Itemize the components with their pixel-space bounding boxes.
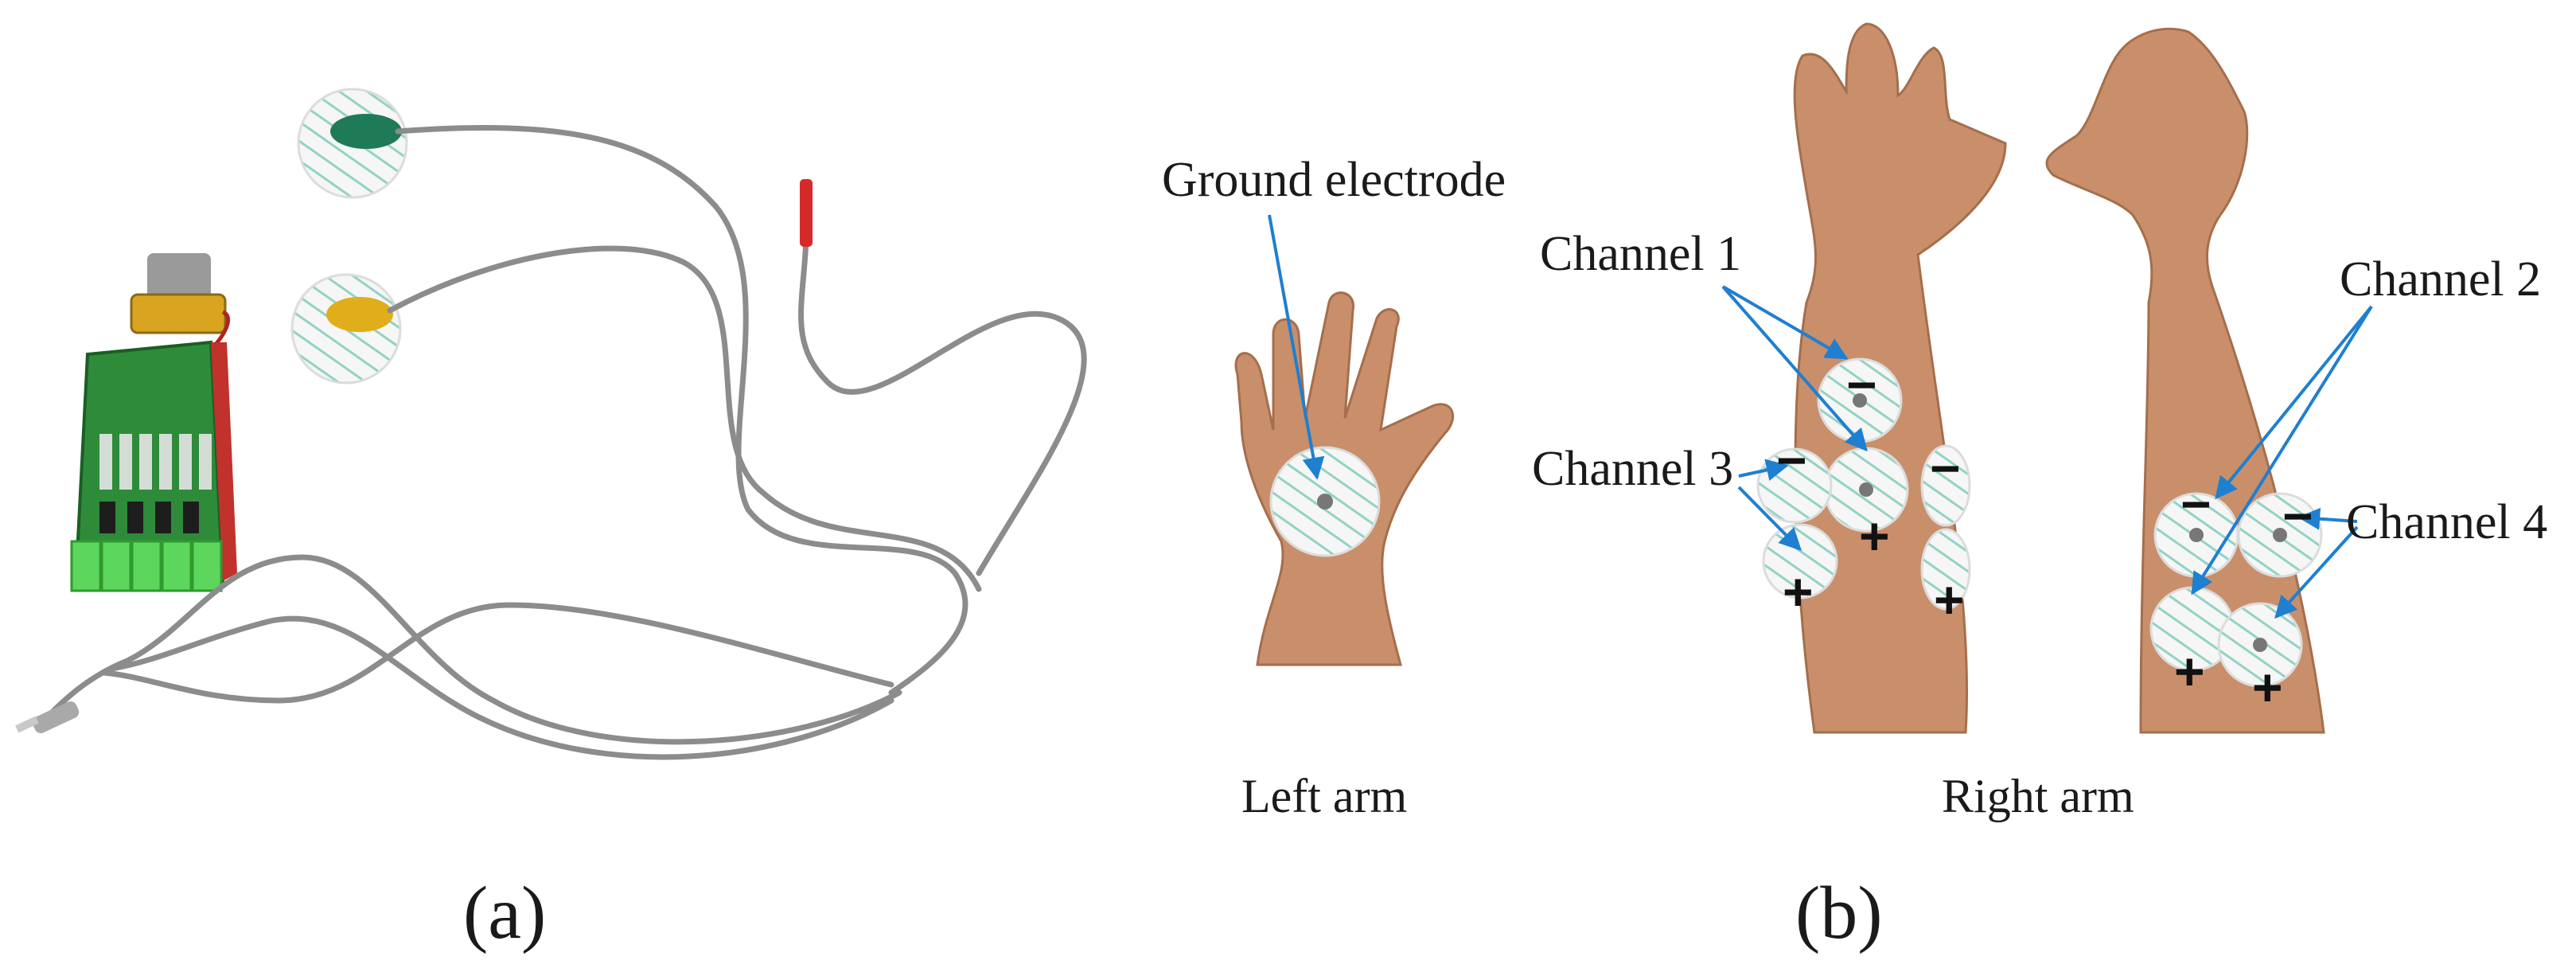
audio-jack [15, 701, 80, 734]
ch4-plus-sign: + [2252, 658, 2283, 716]
arrow-ch3-b [1737, 486, 1802, 551]
ch3-left-plus-sign: + [1783, 562, 1814, 621]
arrow-ground [1268, 214, 1325, 480]
arrow-ch1-minus [1721, 285, 1849, 360]
arrow-ch3-a [1738, 459, 1789, 482]
arrow-ch2-b [2191, 305, 2373, 595]
callout-arrows [1268, 214, 2373, 619]
panel-b-label: (b) [1795, 872, 1883, 955]
pcb-board [70, 340, 237, 592]
arrow-ch1-plus [1721, 285, 1868, 452]
arrow-ch4-b [2274, 525, 2359, 619]
channel-4-label: Channel 4 [2346, 495, 2548, 549]
ch3-left-minus-sign: − [1776, 431, 1807, 490]
panel-a-label: (a) [463, 872, 547, 955]
ch2-plus-sign: + [2174, 642, 2205, 701]
channel-1-label: Channel 1 [1540, 227, 1742, 281]
electrode-pad-yellow [290, 273, 402, 385]
right-arm-back-photo [2045, 27, 2325, 734]
left-arm-caption: Left arm [1241, 770, 1408, 822]
arrow-ch2-a [2215, 305, 2373, 500]
ch4-minus-sign: − [2282, 486, 2313, 545]
arrow-ch4-a [2297, 507, 2358, 530]
electrode-pad-green [297, 88, 408, 199]
ch2-minus-sign: − [2180, 474, 2212, 533]
panel-a-photo [15, 88, 1087, 760]
red-plug [800, 179, 813, 247]
ch1-plus-sign: + [1859, 506, 1890, 565]
ch3-right-plus-sign: + [1934, 570, 1965, 629]
channel-2-label: Channel 2 [2340, 252, 2542, 306]
ch3-right-minus-sign: − [1930, 439, 1961, 498]
left-hand-photo [1234, 291, 1455, 666]
right-arm-caption: Right arm [1942, 770, 2134, 822]
ground-electrode-label: Ground electrode [1162, 153, 1506, 207]
ch1-minus-sign: − [1846, 355, 1877, 414]
channel-3-label: Channel 3 [1532, 442, 1734, 496]
right-arm-palm-photo [1756, 22, 2007, 734]
lead-cables [45, 124, 1087, 760]
